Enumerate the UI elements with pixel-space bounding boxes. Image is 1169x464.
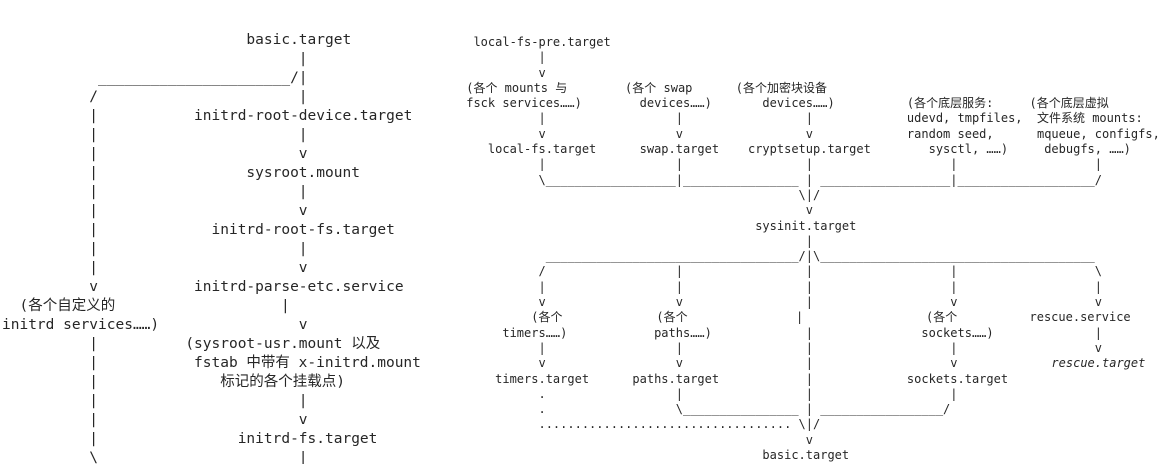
system-diagram-lower-text: timers.target paths.target | sockets.tar… (495, 371, 1009, 463)
system-boot-sequence-diagram: local-fs-pre.target | v (各个 mounts 与 (各个… (459, 35, 1160, 463)
initrd-diagram-text: basic.target | ______________________/| … (2, 32, 421, 464)
rescue-target-label: rescue.target (1051, 356, 1146, 371)
system-diagram-upper-text: local-fs-pre.target | v (各个 mounts 与 (各个… (466, 35, 1160, 371)
initrd-boot-sequence-diagram: basic.target | ______________________/| … (2, 31, 421, 464)
